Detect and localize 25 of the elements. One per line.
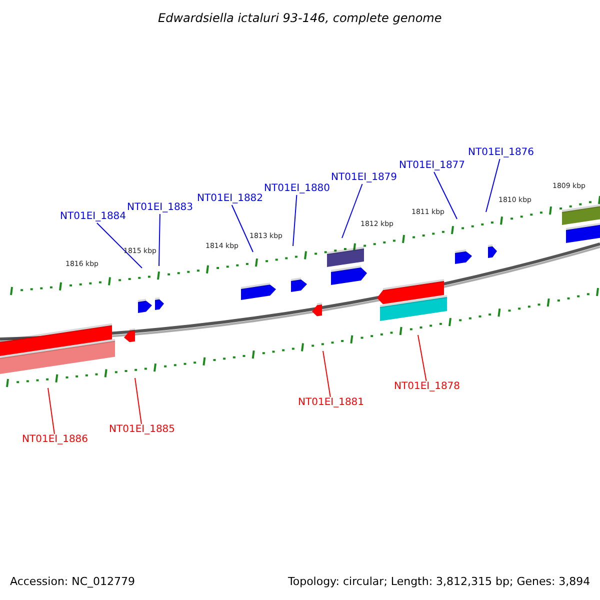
genome-info-text: Topology: circular; Length: 3,812,315 bp; Genes: 3,894: [288, 576, 590, 586]
leader-line: [322, 350, 331, 398]
leader-line: [134, 378, 142, 424]
leader-line: [96, 222, 142, 268]
accession-text: Accession: NC_012779: [10, 576, 136, 586]
gene-label: NT01EI_1883: [127, 203, 194, 213]
gene-label: NT01EI_1877: [399, 161, 466, 171]
leader-line: [48, 388, 55, 434]
gene-label: NT01EI_1885: [109, 425, 176, 435]
gene-label: NT01EI_1879: [331, 173, 398, 183]
leader-line: [292, 194, 298, 246]
title: Edwardsiella ictaluri 93-146, complete genome: [158, 12, 442, 24]
leader-line: [158, 214, 160, 266]
leader-line: [342, 184, 363, 238]
leader-line: [231, 204, 254, 252]
gene-label: NT01EI_1881: [298, 398, 364, 408]
gene-label: NT01EI_1878: [394, 382, 460, 392]
gene-label: NT01EI_1876: [468, 148, 534, 158]
gene-label: NT01EI_1880: [264, 184, 330, 194]
leader-line: [434, 172, 458, 220]
gene-label: NT01EI_1882: [197, 194, 264, 204]
gene-label: NT01EI_1886: [22, 435, 88, 445]
leader-line: [418, 334, 427, 382]
gene-label: NT01EI_1884: [60, 212, 126, 222]
leader-line: [486, 158, 500, 212]
